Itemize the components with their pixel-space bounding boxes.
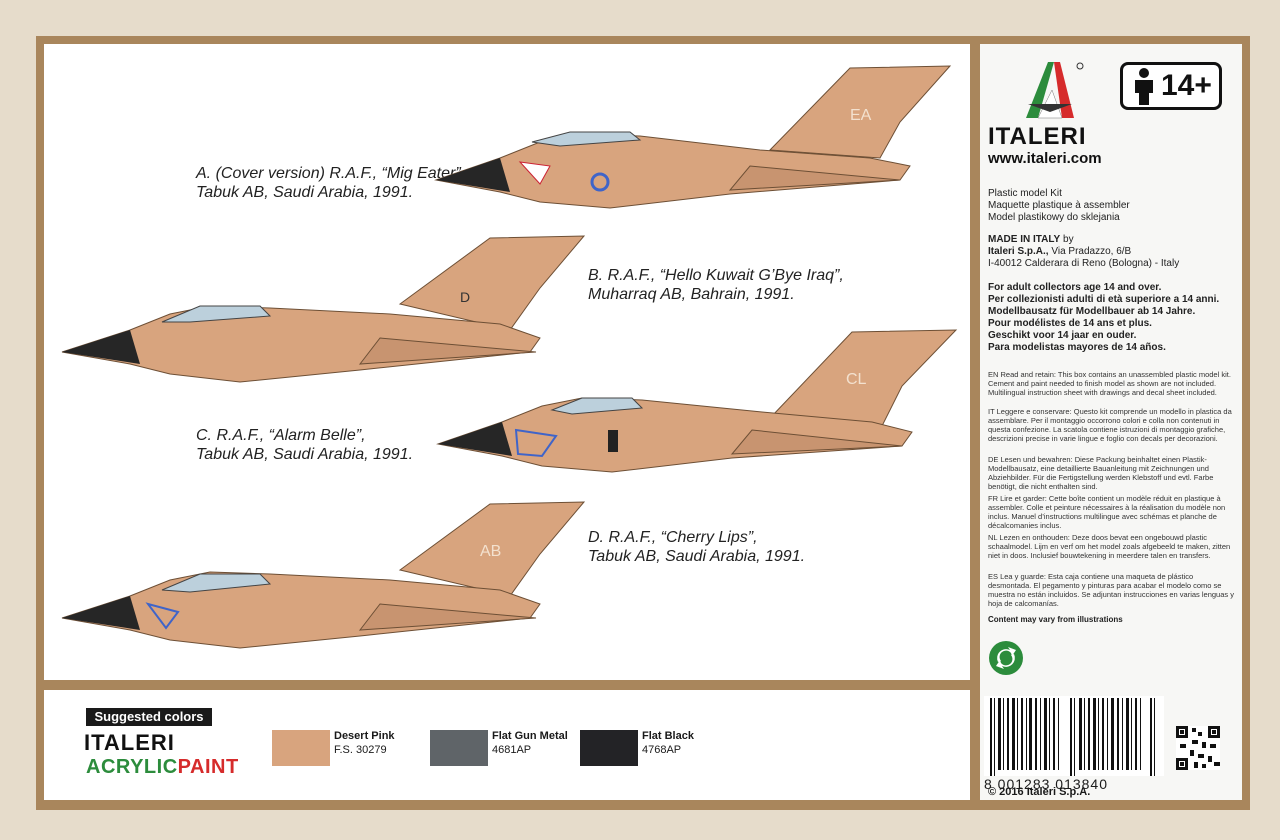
age-line-6: Para modelistas mayores de 14 años. [988,342,1166,353]
kit-description: Plastic model Kit Maquette plastique à a… [988,188,1236,224]
tail-code-c: CL [846,371,867,388]
age-line-5: Geschikt voor 14 jaar en ouder. [988,330,1137,341]
age-warnings: For adult collectors age 14 and over. Pe… [988,282,1236,354]
caption-c-line1: C. R.A.F., “Alarm Belle”, [196,427,366,444]
swatch-flat-gun-metal [430,730,488,766]
person-icon [1135,68,1153,105]
age-line-3: Modellbausatz für Modellbauer ab 14 Jahr… [988,306,1196,317]
caption-a: A. (Cover version) R.A.F., “Mig Eater”, … [196,164,465,202]
copyright: © 2016 Italeri S.p.A. [988,786,1091,798]
age-rating-badge: 14+ [1120,62,1222,110]
swatch-flat-gun-metal-code: 4681AP [492,744,532,756]
swatch-flat-gun-metal-name: Flat Gun Metal [492,730,568,742]
warning-fr: FR Lire et garder: Cette boîte contient … [988,494,1226,530]
swatch-desert-pink-name: Desert Pink [334,730,395,742]
kit-line-1: Plastic model Kit [988,188,1062,199]
age-line-1: For adult collectors age 14 and over. [988,282,1162,293]
caption-c: C. R.A.F., “Alarm Belle”, Tabuk AB, Saud… [196,426,413,464]
company-name: Italeri S.p.A., [988,246,1049,257]
warning-nl: NL Lezen en onthouden: Deze doos bevat e… [988,533,1231,560]
manufacturer-info: MADE IN ITALY by Italeri S.p.A., Via Pra… [988,234,1236,270]
aircraft-a-illustration: EA [434,65,952,209]
caption-c-line2: Tabuk AB, Saudi Arabia, 1991. [196,446,414,463]
swatch-desert-pink [272,730,330,766]
swatch-desert-pink-code: F.S. 30279 [334,744,387,756]
aircraft-d-illustration: AB [61,501,586,649]
aircraft-b-illustration: D [61,235,586,383]
caption-d-line1: D. R.A.F., “Cherry Lips”, [588,529,758,546]
caption-b-line2: Muharraq AB, Bahrain, 1991. [588,286,795,303]
barcode-icon [984,696,1164,776]
age-rating-text: 14+ [1161,69,1212,102]
italeri-logo-text: ITALERI [988,123,1087,150]
kit-line-3: Model plastikowy do sklejania [988,212,1120,223]
age-line-4: Pour modélistes de 14 ans et plus. [988,318,1152,329]
recycle-icon [989,641,1023,675]
caption-a-line1: A. (Cover version) R.A.F., “Mig Eater”, [196,165,466,182]
disclaimer: Content may vary from illustrations [988,615,1123,624]
warning-it: IT Leggere e conservare: Questo kit comp… [988,407,1232,443]
caption-a-line2: Tabuk AB, Saudi Arabia, 1991. [196,184,414,201]
warning-de: DE Lesen und bewahren: Diese Packung bei… [988,455,1214,491]
swatch-flat-black [580,730,638,766]
swatch-flat-black-code: 4768AP [642,744,682,756]
caption-b-line1: B. R.A.F., “Hello Kuwait G’Bye Iraq”, [588,267,844,284]
age-line-2: Per collezionisti adulti di età superior… [988,294,1220,305]
barcode-number: 8 001283 013840 [984,776,1108,792]
qr-code-icon [1176,726,1220,770]
tail-code-d: AB [480,543,501,560]
swatch-flat-black-name: Flat Black [642,730,694,742]
paint-word: PAINT [177,756,239,778]
info-panel [980,44,1242,800]
address-line-1: Via Pradazzo, 6/B [1048,246,1132,257]
italeri-brand-text: ITALERI [84,730,175,755]
made-in-italy: MADE IN ITALY [988,234,1061,245]
kit-line-2: Maquette plastique à assembler [988,200,1130,211]
caption-d-line2: Tabuk AB, Saudi Arabia, 1991. [588,548,806,565]
aircraft-c-illustration: CL [436,329,958,473]
acrylic-paint-brand: ACRYLICPAINT [86,756,239,779]
caption-d: D. R.A.F., “Cherry Lips”, Tabuk AB, Saud… [588,528,805,566]
warning-en: EN Read and retain: This box contains an… [988,370,1231,397]
suggested-colors-title: Suggested colors [86,708,212,726]
acrylic-word: ACRYLIC [86,756,178,778]
tail-code-b: D [460,289,470,305]
caption-b: B. R.A.F., “Hello Kuwait G’Bye Iraq”, Mu… [588,266,844,304]
tail-code-a: EA [850,107,872,124]
address-line-2: I-40012 Calderara di Reno (Bologna) - It… [988,258,1180,269]
italeri-logo-icon [1026,62,1084,119]
website-url: www.italeri.com [988,150,1102,167]
made-by: by [1060,234,1074,245]
warning-es: ES Lea y guarde: Esta caja contiene una … [988,572,1234,608]
